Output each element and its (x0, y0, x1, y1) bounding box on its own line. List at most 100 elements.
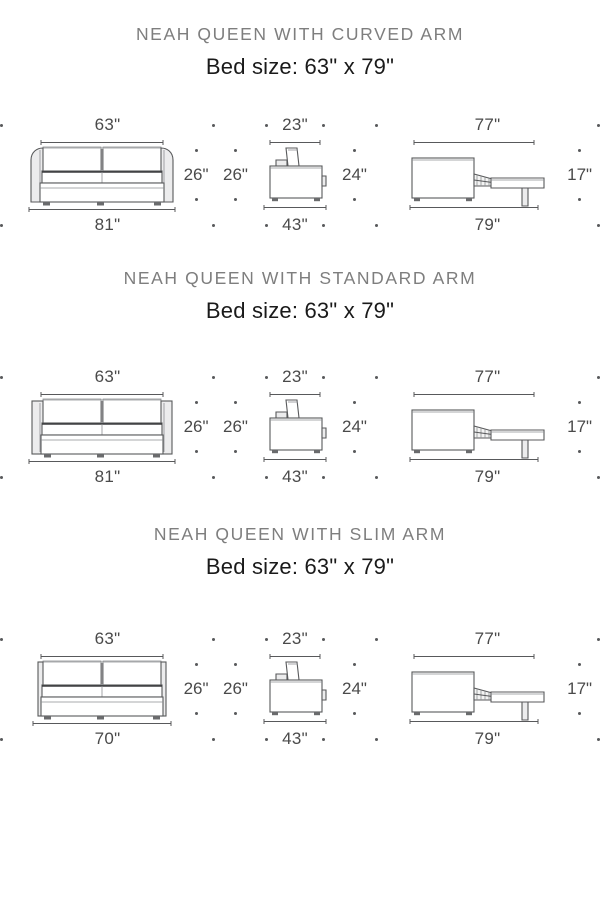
dimension-dot (0, 637, 3, 641)
side-bottom-dimension-label: 43" (282, 729, 308, 748)
front-top-dimension-label: 63" (94, 367, 121, 386)
side-right-dimension: 24" (334, 149, 375, 201)
dimension-dot (234, 198, 237, 201)
dimension-dot (578, 198, 582, 201)
front-top-dimension: 63" (0, 366, 216, 388)
front-right-dimension: 26" (177, 401, 215, 453)
bed-bottom-dimension-label: 79" (474, 467, 501, 486)
front-art-band: 26" (0, 388, 215, 466)
dimension-dot (212, 223, 216, 227)
side-right-dimension-label: 24" (342, 417, 367, 436)
bed-bottom-dimension-label: 79" (474, 215, 501, 234)
front-view-diagram: 63" (0, 366, 216, 488)
bed-bottom-dimension-label: 79" (474, 729, 501, 748)
front-bottom-dimension-label: 81" (94, 215, 121, 234)
side-top-dimension: 23" (215, 628, 375, 650)
front-right-dimension: 26" (177, 149, 215, 201)
side-view-diagram: 23" 26" (215, 114, 375, 236)
side-bottom-dimension-label: 43" (282, 215, 308, 234)
dimension-dot (0, 737, 3, 741)
dimension-dot (597, 123, 600, 127)
side-bottom-dimension: 43" (215, 466, 375, 488)
dimension-dot (597, 637, 600, 641)
side-left-dimension: 26" (215, 663, 256, 715)
dimension-dot (194, 712, 198, 715)
dimension-dot (265, 737, 269, 741)
bed-right-dimension-label: 17" (567, 417, 593, 436)
dimension-dot (265, 475, 269, 479)
section-title: NEAH QUEEN WITH STANDARD ARM (123, 268, 477, 288)
side-top-dimension: 23" (215, 114, 375, 136)
dimension-dot (0, 223, 3, 227)
side-left-dimension: 26" (215, 149, 256, 201)
front-art-band: 26" (0, 650, 215, 728)
dimension-dot (234, 149, 237, 152)
side-bottom-dimension: 43" (215, 214, 375, 236)
dimension-dot (321, 223, 325, 227)
front-sofa-art (27, 136, 177, 214)
dimension-dot (321, 375, 325, 379)
side-right-dimension-label: 24" (342, 679, 367, 698)
bed-top-dimension-label: 77" (474, 115, 501, 134)
front-bottom-dimension-label: 70" (94, 729, 121, 748)
dimension-dot (321, 123, 325, 127)
dimension-dot (597, 223, 600, 227)
section-subtitle: Bed size: 63" x 79" (205, 298, 395, 323)
dimension-dot (353, 149, 356, 152)
bed-extended-art (404, 650, 559, 728)
dimension-dot (212, 637, 216, 641)
dimension-dot (234, 712, 237, 715)
front-top-dimension-label: 63" (94, 115, 121, 134)
side-sofa-art (256, 650, 334, 728)
dimension-dot (375, 223, 378, 227)
dimension-dot (578, 663, 582, 666)
section-curved-arm: NEAH QUEEN WITH CURVED ARM Bed size: 63"… (0, 0, 600, 236)
dimension-dot (265, 123, 269, 127)
side-art-band: 26" (215, 650, 375, 728)
front-sofa-art (27, 388, 177, 466)
dimension-dot (321, 475, 325, 479)
dimension-dot (353, 450, 356, 453)
side-top-dimension-label: 23" (282, 367, 308, 386)
front-bottom-dimension: 70" (0, 728, 216, 750)
dimension-dot (265, 223, 269, 227)
dimension-dot (353, 198, 356, 201)
front-top-dimension: 63" (0, 114, 216, 136)
bed-right-dimension-label: 17" (567, 679, 593, 698)
side-view-diagram: 23" 26" (215, 628, 375, 750)
dimension-dot (321, 637, 325, 641)
dimension-dot (234, 663, 237, 666)
front-top-dimension: 63" (0, 628, 216, 650)
dimension-dot (375, 123, 378, 127)
dimension-dot (353, 401, 356, 404)
section-standard-arm: NEAH QUEEN WITH STANDARD ARM Bed size: 6… (0, 236, 600, 488)
dimension-dot (578, 401, 582, 404)
side-right-dimension: 24" (334, 663, 375, 715)
side-left-dimension-label: 26" (223, 417, 248, 436)
side-top-dimension-label: 23" (282, 115, 308, 134)
bed-top-dimension: 77" (375, 366, 600, 388)
side-art-band: 26" (215, 388, 375, 466)
side-top-dimension-label: 23" (282, 629, 308, 648)
dimension-dot (375, 475, 378, 479)
dimension-dot (194, 401, 198, 404)
side-bottom-dimension: 43" (215, 728, 375, 750)
dimension-dot (234, 401, 237, 404)
bed-right-dimension: 17" (559, 149, 600, 201)
section-subtitle: Bed size: 63" x 79" (205, 54, 395, 79)
bed-art-band: 17" (375, 650, 600, 728)
dimension-dot (353, 663, 356, 666)
dimension-dot (597, 375, 600, 379)
dimension-dot (375, 737, 378, 741)
side-top-dimension: 23" (215, 366, 375, 388)
dimension-dot (375, 637, 378, 641)
dimension-dot (597, 737, 600, 741)
front-right-dimension-label: 26" (183, 679, 209, 698)
bed-top-dimension: 77" (375, 114, 600, 136)
section-title: NEAH QUEEN WITH SLIM ARM (153, 524, 447, 544)
bed-top-dimension-label: 77" (474, 367, 501, 386)
side-view-diagram: 23" 26" (215, 366, 375, 488)
dimension-dot (597, 475, 600, 479)
bed-right-dimension-label: 17" (567, 165, 593, 184)
front-view-diagram: 63" (0, 628, 216, 750)
